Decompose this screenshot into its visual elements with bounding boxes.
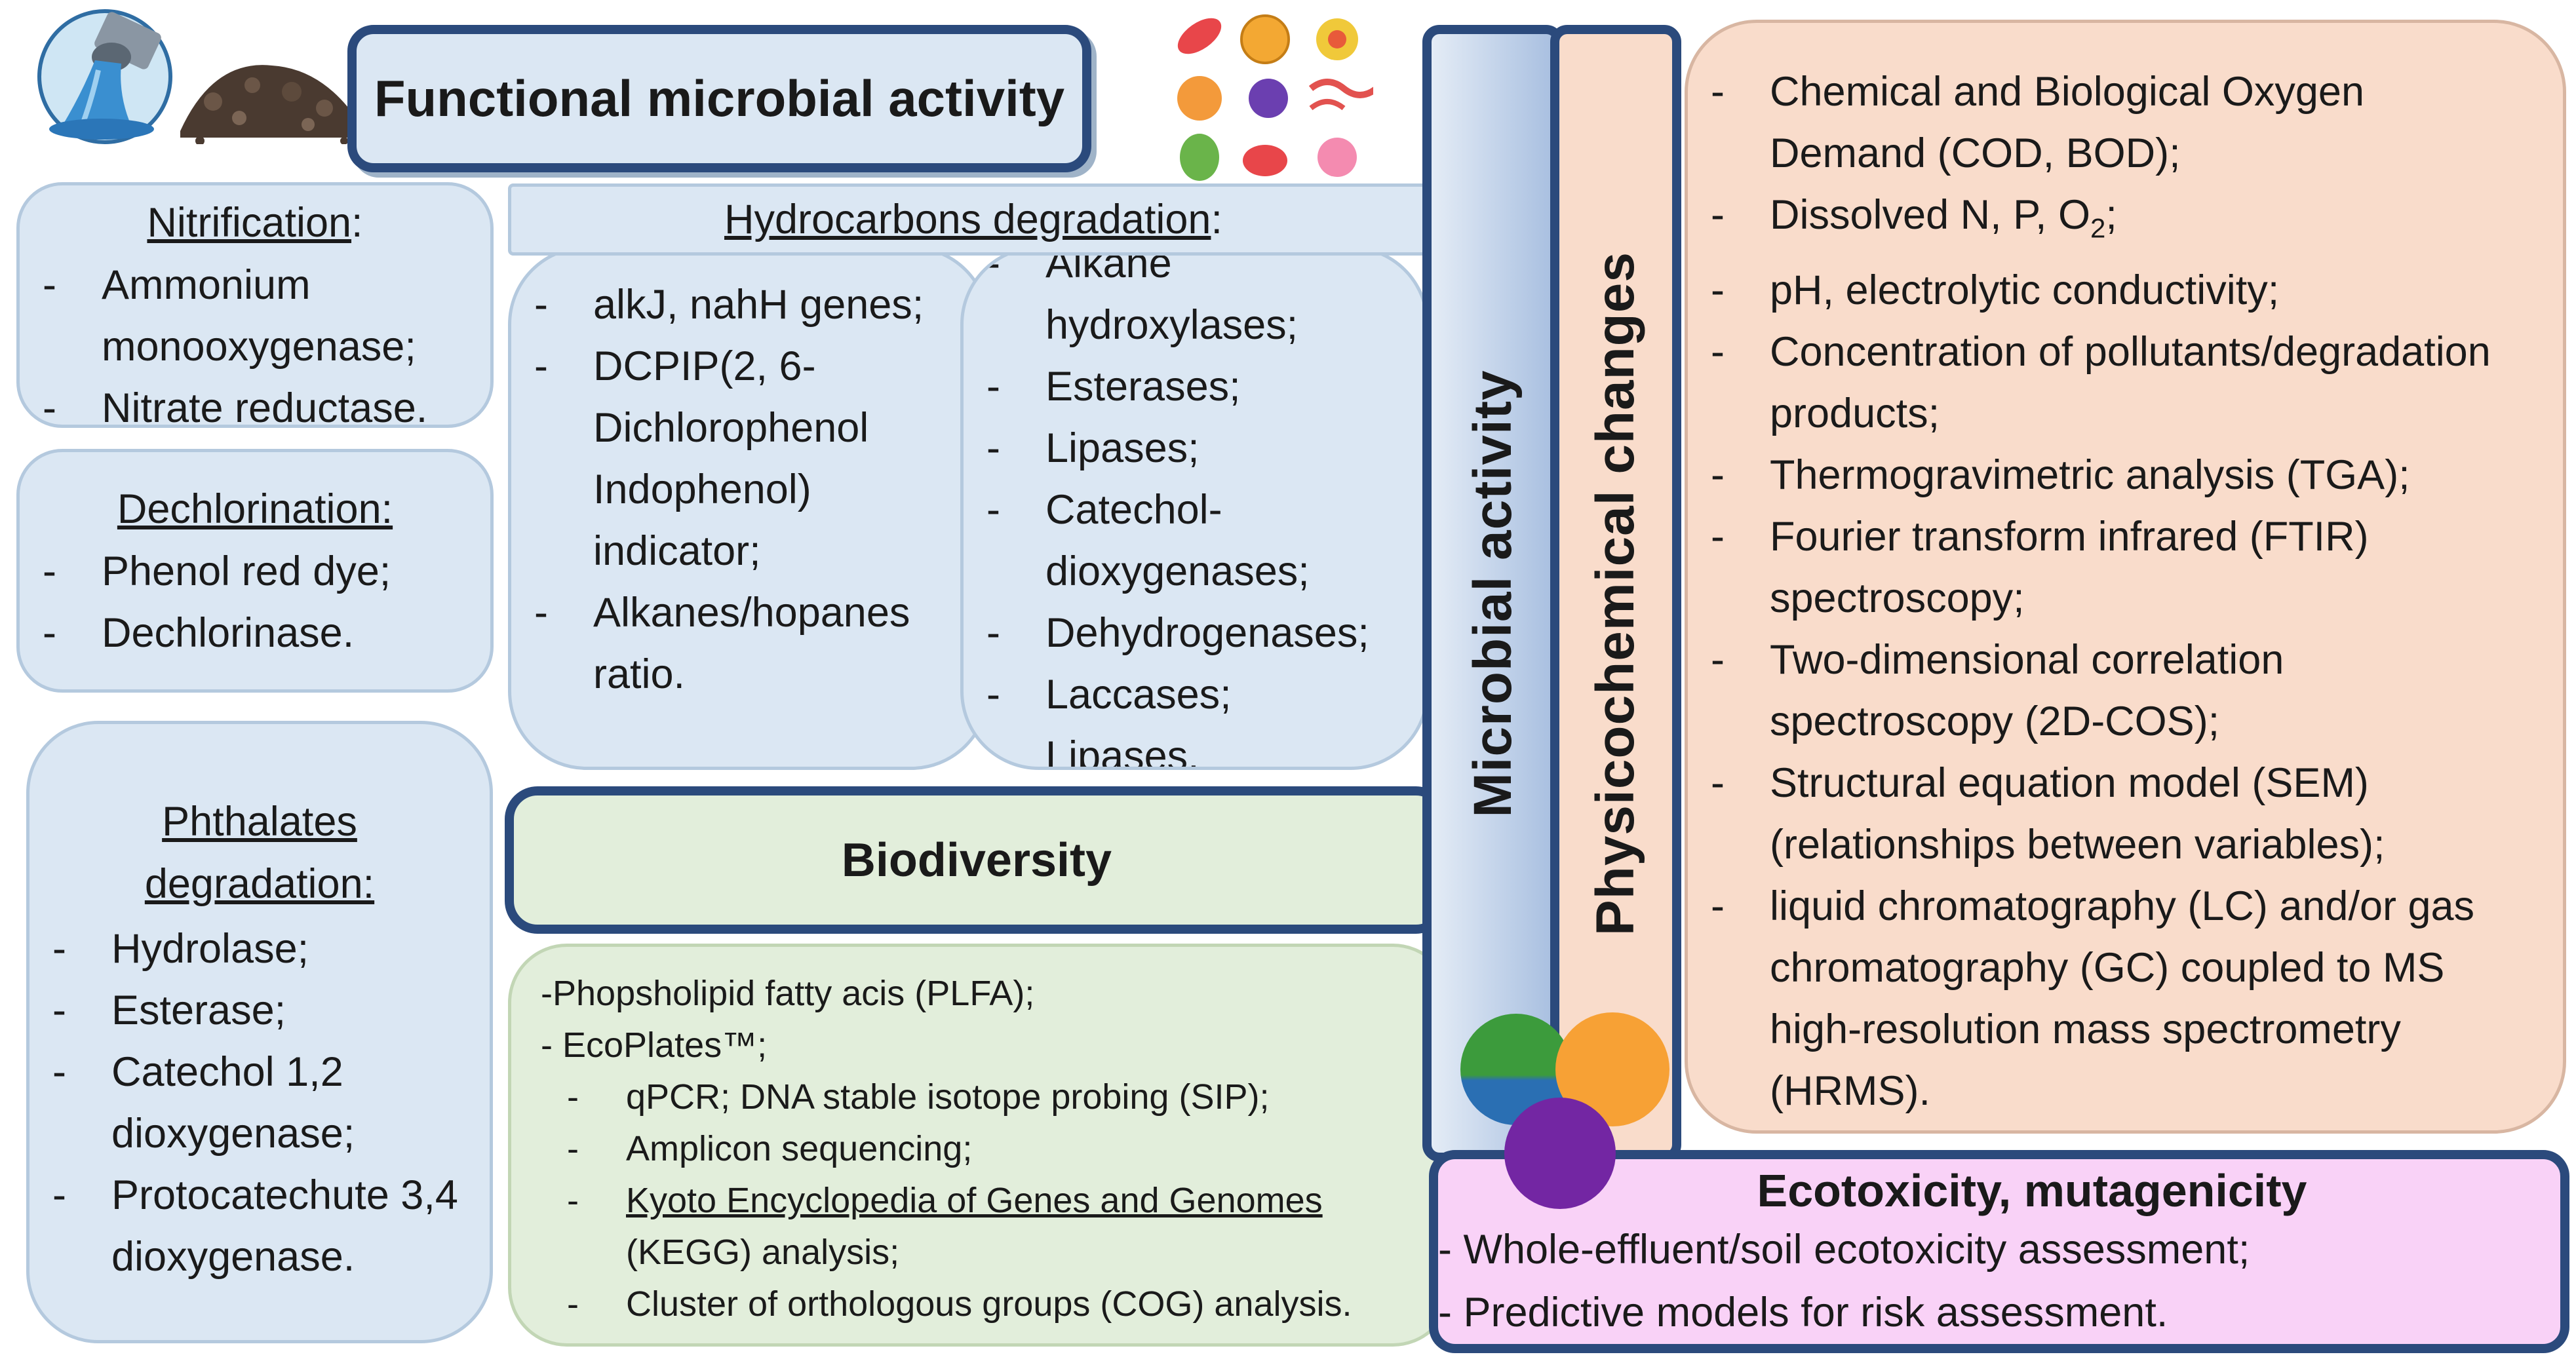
list-item: alkJ, nahH genes;: [511, 274, 973, 335]
kegg-link-text: Kyoto Encyclopedia of Genes and Genomes: [626, 1181, 1323, 1220]
list-item: Lipases;: [964, 417, 1413, 479]
list-item: liquid chromatography (LC) and/or gas ch…: [1688, 875, 2524, 1122]
list-item: Ammonium monooxygenase;: [20, 254, 490, 377]
list-item: qPCR; DNA stable isotope probing (SIP);: [541, 1071, 1449, 1123]
list-item: Catechol-dioxygenases;: [964, 479, 1413, 602]
list-item: Catechol 1,2 dioxygenase;: [29, 1041, 490, 1164]
purple-circle: [1504, 1098, 1616, 1209]
ecotoxicity-box: Ecotoxicity, mutagenicity - Whole-efflue…: [1429, 1150, 2569, 1353]
biodiversity-title-box: Biodiversity: [505, 786, 1449, 934]
hydrocarbons-heading-box: Hydrocarbons degradation:: [508, 183, 1439, 256]
phthalates-list: Hydrolase; Esterase; Catechol 1,2 dioxyg…: [29, 918, 490, 1288]
pipe-discharge-icon: [36, 8, 174, 145]
list-item: Structural equation model (SEM) (relatio…: [1688, 752, 2524, 875]
list-item: Cluster of orthologous groups (COG) anal…: [541, 1278, 1449, 1330]
list-item: Lipases.: [964, 725, 1413, 767]
ecotoxicity-title: Ecotoxicity, mutagenicity: [1757, 1165, 2307, 1216]
nitrification-box: Nitrification: Ammonium monooxygenase; N…: [16, 182, 494, 439]
functional-activity-title-box: Functional microbial activity: [347, 25, 1091, 172]
list-item: Dehydrogenases;: [964, 602, 1413, 664]
list-item: Fourier transform infrared (FTIR) spectr…: [1688, 506, 2524, 629]
list-item: Alkane hydroxylases;: [964, 249, 1413, 356]
list-item: - EcoPlates™;: [541, 1026, 768, 1065]
list-item: Amplicon sequencing;: [541, 1123, 1449, 1175]
hydrocarbons-right-box: Alkane hydroxylases; Esterases; Lipases;…: [960, 246, 1429, 770]
list-item: Concentration of pollutants/degradation …: [1688, 321, 2524, 444]
venn-circles: [1458, 1009, 1681, 1225]
microbial-activity-bar: Microbial activity: [1422, 25, 1563, 1162]
hydrocarbons-left-list: alkJ, nahH genes; DCPIP(2, 6-Dichlorophe…: [511, 274, 986, 705]
physicochemical-label: Physicochemical changes: [1586, 251, 1645, 936]
list-item: Nitrate reductase.: [20, 377, 490, 439]
biodiversity-list: -Phopsholipid fatty acis (PLFA); - EcoPl…: [511, 968, 1449, 1330]
microbial-activity-label: Microbial activity: [1462, 369, 1523, 818]
list-item: (KEGG) analysis;: [626, 1233, 900, 1272]
functional-activity-title: Functional microbial activity: [374, 69, 1065, 127]
list-item: DCPIP(2, 6-Dichlorophenol Indophenol) in…: [511, 335, 973, 582]
list-item: Two-dimensional correlation spectroscopy…: [1688, 629, 2524, 752]
list-item: Phenol red dye;: [20, 541, 490, 602]
dechlorination-heading: Dechlorination:: [117, 486, 393, 532]
list-item: - Predictive models for risk assessment.: [1438, 1290, 2168, 1335]
orange-circle: [1555, 1012, 1669, 1126]
soil-pile-icon: [174, 33, 364, 145]
hydrocarbons-left-box: alkJ, nahH genes; DCPIP(2, 6-Dichlorophe…: [508, 246, 990, 770]
phthalates-box: Phthalates degradation: Hydrolase; Ester…: [26, 721, 493, 1343]
list-item: pH, electrolytic conductivity;: [1688, 259, 2524, 321]
physicochemical-list: Chemical and Biological Oxygen Demand (C…: [1688, 61, 2563, 1122]
list-item: -Phopsholipid fatty acis (PLFA);: [541, 974, 1035, 1013]
list-item: Laccases;: [964, 664, 1413, 725]
phthalates-heading: Phthalates degradation:: [144, 799, 375, 907]
nitrification-list: Ammonium monooxygenase; Nitrate reductas…: [20, 254, 490, 439]
list-item: Esterases;: [964, 356, 1413, 417]
green-circle: [1460, 1014, 1572, 1125]
list-item: Dechlorinase.: [20, 602, 490, 664]
list-item: - Whole-effluent/soil ecotoxicity assess…: [1438, 1227, 2250, 1273]
list-item: Thermogravimetric analysis (TGA);: [1688, 444, 2524, 506]
list-item: Alkanes/hopanes ratio.: [511, 582, 973, 705]
list-item: Chemical and Biological Oxygen Demand (C…: [1688, 61, 2524, 184]
list-item: Hydrolase;: [29, 918, 490, 980]
physicochemical-bar: Physicochemical changes: [1550, 25, 1681, 1162]
nitrification-heading: Nitrification:: [147, 200, 363, 246]
list-item: Esterase;: [29, 980, 490, 1041]
list-item: Kyoto Encyclopedia of Genes and Genomes: [541, 1175, 1449, 1227]
list-item: Dissolved N, P, O2;: [1688, 184, 2524, 259]
physicochemical-box: Chemical and Biological Oxygen Demand (C…: [1685, 20, 2566, 1134]
dechlorination-list: Phenol red dye; Dechlorinase.: [20, 541, 490, 664]
list-item: Protocatechute 3,4 dioxygenase.: [29, 1164, 490, 1288]
hydrocarbons-heading: Hydrocarbons degradation: [724, 197, 1211, 242]
ecotoxicity-list: - Whole-effluent/soil ecotoxicity assess…: [1438, 1218, 2560, 1344]
dechlorination-box: Dechlorination: Phenol red dye; Dechlori…: [16, 449, 494, 693]
hydrocarbons-right-list: Alkane hydroxylases; Esterases; Lipases;…: [964, 249, 1426, 767]
biodiversity-box: -Phopsholipid fatty acis (PLFA); - EcoPl…: [508, 944, 1452, 1347]
biodiversity-title: Biodiversity: [841, 834, 1112, 887]
microbes-cluster-icon: [1170, 10, 1379, 183]
